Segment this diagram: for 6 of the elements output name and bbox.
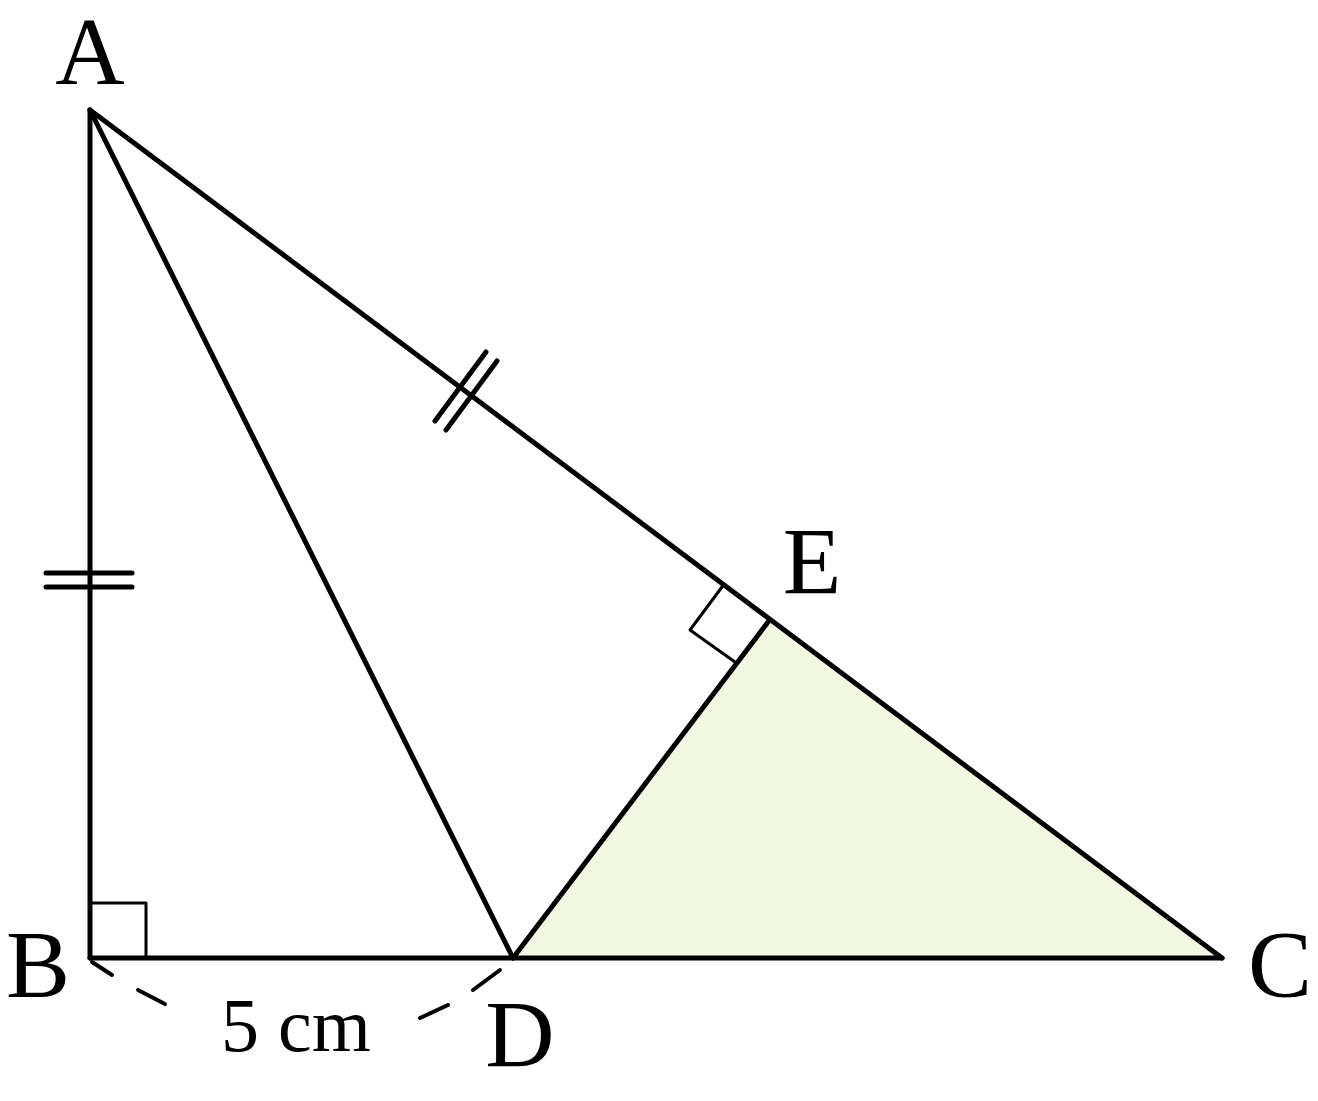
vertex-label: D [485, 987, 555, 1083]
vertex-label: C [1248, 917, 1312, 1013]
vertex-label: E [782, 514, 842, 610]
vertex-label: A [55, 4, 125, 100]
vertex-label: B [6, 917, 70, 1013]
dimension-label: 5 cm [221, 987, 371, 1063]
